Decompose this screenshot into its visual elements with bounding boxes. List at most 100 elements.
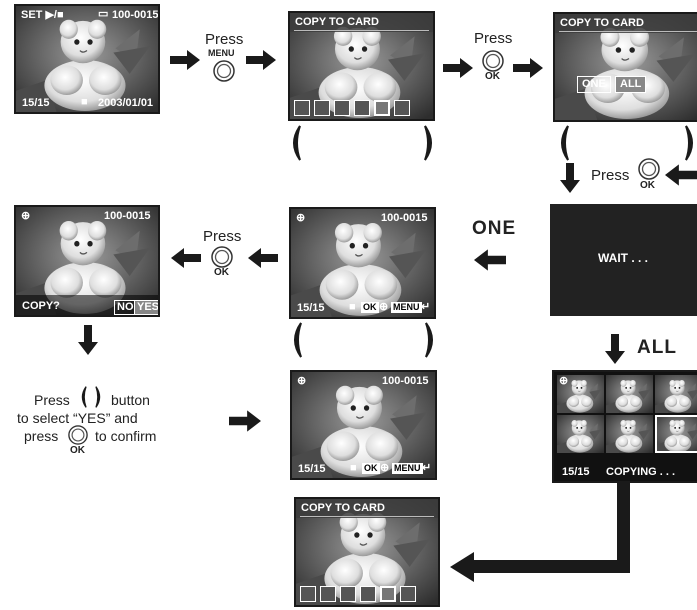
- file-number: 100-0015: [104, 210, 151, 222]
- lcd-screen-confirm: ⊕ 100-0015 COPY? NO YES: [14, 205, 160, 317]
- mode-indicator: SET ▶/■: [21, 9, 64, 21]
- arrow-down-icon: [560, 160, 580, 196]
- menu-button-icon: [213, 60, 235, 82]
- option-all: ALL: [615, 76, 647, 93]
- menu-badge: MENU: [391, 302, 422, 313]
- protect-icon: [340, 586, 356, 602]
- dpof-icon: [354, 100, 370, 116]
- image-count: 15/15: [562, 466, 590, 478]
- zoom-icon: ⊕: [21, 210, 31, 222]
- thumbnail-grid: [557, 375, 697, 453]
- lcd-screen-final-menu: COPY TO CARD: [294, 497, 440, 607]
- copy-prompt: COPY?: [22, 300, 60, 312]
- one-path-label: ONE: [472, 218, 517, 239]
- left-key-icon: [288, 125, 302, 161]
- instruction-press: Press: [34, 392, 70, 408]
- lcd-screen-result: ⊕ 100-0015 15/15 ■ OK ⊕ MENU ↵: [290, 370, 437, 480]
- image-count: 15/15: [22, 97, 50, 109]
- instruction-confirm: to confirm: [95, 428, 157, 444]
- arrow-right-icon: [229, 410, 261, 432]
- arrow-right-icon: [246, 50, 276, 70]
- image-count: 15/15: [298, 463, 326, 475]
- menu-title: COPY TO CARD: [295, 16, 379, 28]
- card-icon: ▭: [98, 8, 109, 20]
- protect-icon: [334, 100, 350, 116]
- lcd-screen-menu: COPY TO CARD: [288, 11, 435, 121]
- lcd-screen-one-image: ⊕ 100-0015 15/15 ■ OK ⊕ MENU ↵: [289, 207, 436, 319]
- image-count: 15/15: [297, 302, 325, 314]
- capture-date: 2003/01/01: [98, 97, 154, 109]
- return-icon: [394, 100, 410, 116]
- thumbnail: [557, 415, 604, 453]
- arrow-left-icon: [474, 249, 506, 271]
- ok-key-label: OK: [214, 267, 229, 278]
- ok-button-icon: [68, 425, 88, 445]
- file-number: 100-0015: [112, 9, 159, 21]
- delete-icon: [300, 586, 316, 602]
- return-arrow-vertical: [617, 483, 630, 573]
- arrow-left-icon: [665, 164, 697, 186]
- option-yes: YES: [134, 300, 158, 315]
- zoom-icon: ⊕: [296, 212, 306, 224]
- arrow-right-icon: [443, 58, 473, 78]
- delete-all-icon: [314, 100, 330, 116]
- instruction-press-2: press: [24, 428, 59, 444]
- lcd-screen-select-option: COPY TO CARD ONE ALL: [553, 12, 697, 122]
- menu-title: COPY TO CARD: [560, 17, 644, 29]
- file-number: 100-0015: [382, 375, 429, 387]
- file-number: 100-0015: [381, 212, 428, 224]
- right-key-icon: [94, 386, 104, 408]
- video-icon: ■: [81, 96, 88, 108]
- instruction-select-yes: to select “YES” and: [17, 410, 138, 426]
- ok-badge: OK: [362, 463, 380, 474]
- dpof-icon: [360, 586, 376, 602]
- return-arrow-horizontal: [470, 560, 630, 573]
- right-key-icon: [424, 322, 438, 358]
- ok-button-icon: [638, 158, 660, 180]
- press-label: Press: [474, 30, 513, 47]
- all-path-label: ALL: [637, 337, 677, 358]
- delete-icon: [294, 100, 310, 116]
- lcd-screen-playback: SET ▶/■ ▭ 100-0015 15/15 ■ 2003/01/01: [14, 4, 160, 114]
- ok-key-label: OK: [640, 180, 655, 191]
- copy-to-card-icon: [380, 586, 396, 602]
- arrow-down-icon: [605, 332, 625, 366]
- menu-title: COPY TO CARD: [301, 502, 385, 514]
- press-label: Press: [591, 167, 630, 184]
- video-icon: ■: [350, 462, 357, 474]
- zoom-icon: ⊕: [559, 375, 569, 387]
- zoom-badge-icon: ⊕: [380, 462, 390, 474]
- ok-button-icon: [482, 50, 504, 72]
- delete-all-icon: [320, 586, 336, 602]
- thumbnail: [655, 375, 697, 413]
- flower-photo: [291, 209, 434, 317]
- copy-to-card-icon: [374, 100, 390, 116]
- right-key-icon: [684, 125, 697, 161]
- arrow-down-icon: [78, 323, 98, 357]
- ok-button-icon: [211, 246, 233, 268]
- arrow-left-icon: [171, 248, 201, 268]
- arrow-right-icon: [170, 50, 200, 70]
- ok-badge: OK: [361, 302, 379, 313]
- left-key-icon: [556, 125, 570, 161]
- arrow-right-icon: [513, 58, 543, 78]
- thumbnail: [606, 415, 653, 453]
- return-icon: ↵: [422, 462, 432, 474]
- return-icon: ↵: [421, 301, 431, 313]
- wait-message: WAIT . . .: [598, 251, 648, 265]
- press-label: Press: [205, 31, 244, 48]
- menu-icon-row: [300, 586, 416, 602]
- press-label: Press: [203, 228, 242, 245]
- thumbnail: [606, 375, 653, 413]
- zoom-badge-icon: ⊕: [379, 301, 389, 313]
- video-icon: ■: [349, 301, 356, 313]
- return-icon: [400, 586, 416, 602]
- arrow-left-icon: [248, 248, 278, 268]
- menu-icon-row: [294, 100, 410, 116]
- right-key-icon: [423, 125, 437, 161]
- lcd-screen-copying: ⊕ 15/15 COPYING . . .: [552, 370, 697, 483]
- thumbnail-selected: [655, 415, 697, 453]
- option-one: ONE: [577, 76, 611, 93]
- ok-key-label: OK: [485, 71, 500, 82]
- menu-badge: MENU: [392, 463, 423, 474]
